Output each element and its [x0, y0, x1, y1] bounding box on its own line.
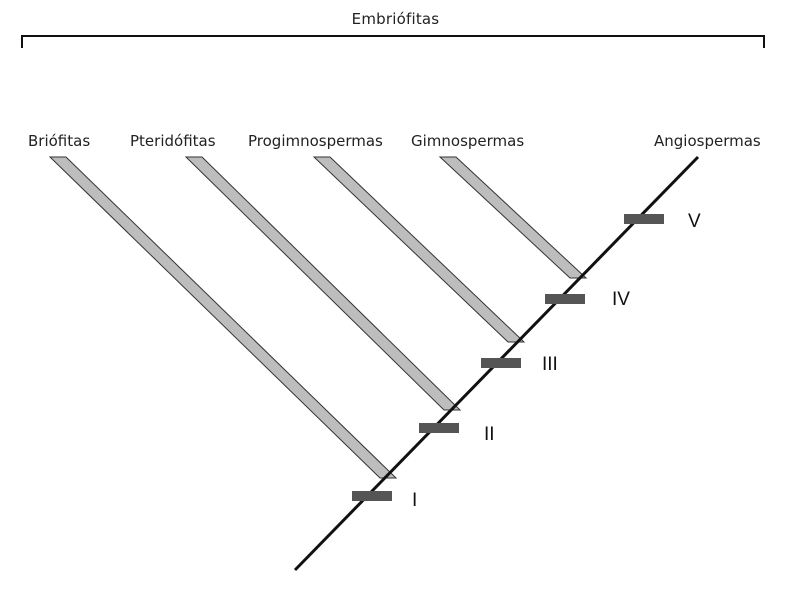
node-label-iv: IV: [612, 289, 630, 310]
taxon-label-briofitas: Briófitas: [28, 132, 91, 150]
node-label-v: V: [688, 211, 701, 232]
node-label-i: I: [412, 490, 418, 511]
branch-pteridofitas: [184, 156, 462, 411]
taxon-label-pteridofitas: Pteridófitas: [130, 132, 216, 150]
taxon-label-gimnospermas: Gimnospermas: [411, 132, 525, 150]
taxon-label-progimnospermas: Progimnospermas: [248, 132, 383, 150]
branch-gimnospermas: [438, 156, 588, 279]
taxon-label-angiospermas: Angiospermas: [654, 132, 761, 150]
group-title: Embriófitas: [351, 10, 440, 28]
node-marker-iii: [481, 358, 521, 368]
node-marker-i: [352, 491, 392, 501]
embriofitas-bracket: [21, 35, 765, 48]
branch-briofitas: [48, 156, 398, 479]
node-marker-v: [624, 214, 664, 224]
node-label-ii: II: [484, 424, 495, 445]
node-marker-ii: [419, 423, 459, 433]
branch-progimnospermas: [312, 156, 526, 343]
node-label-iii: III: [542, 354, 558, 375]
node-marker-iv: [545, 294, 585, 304]
